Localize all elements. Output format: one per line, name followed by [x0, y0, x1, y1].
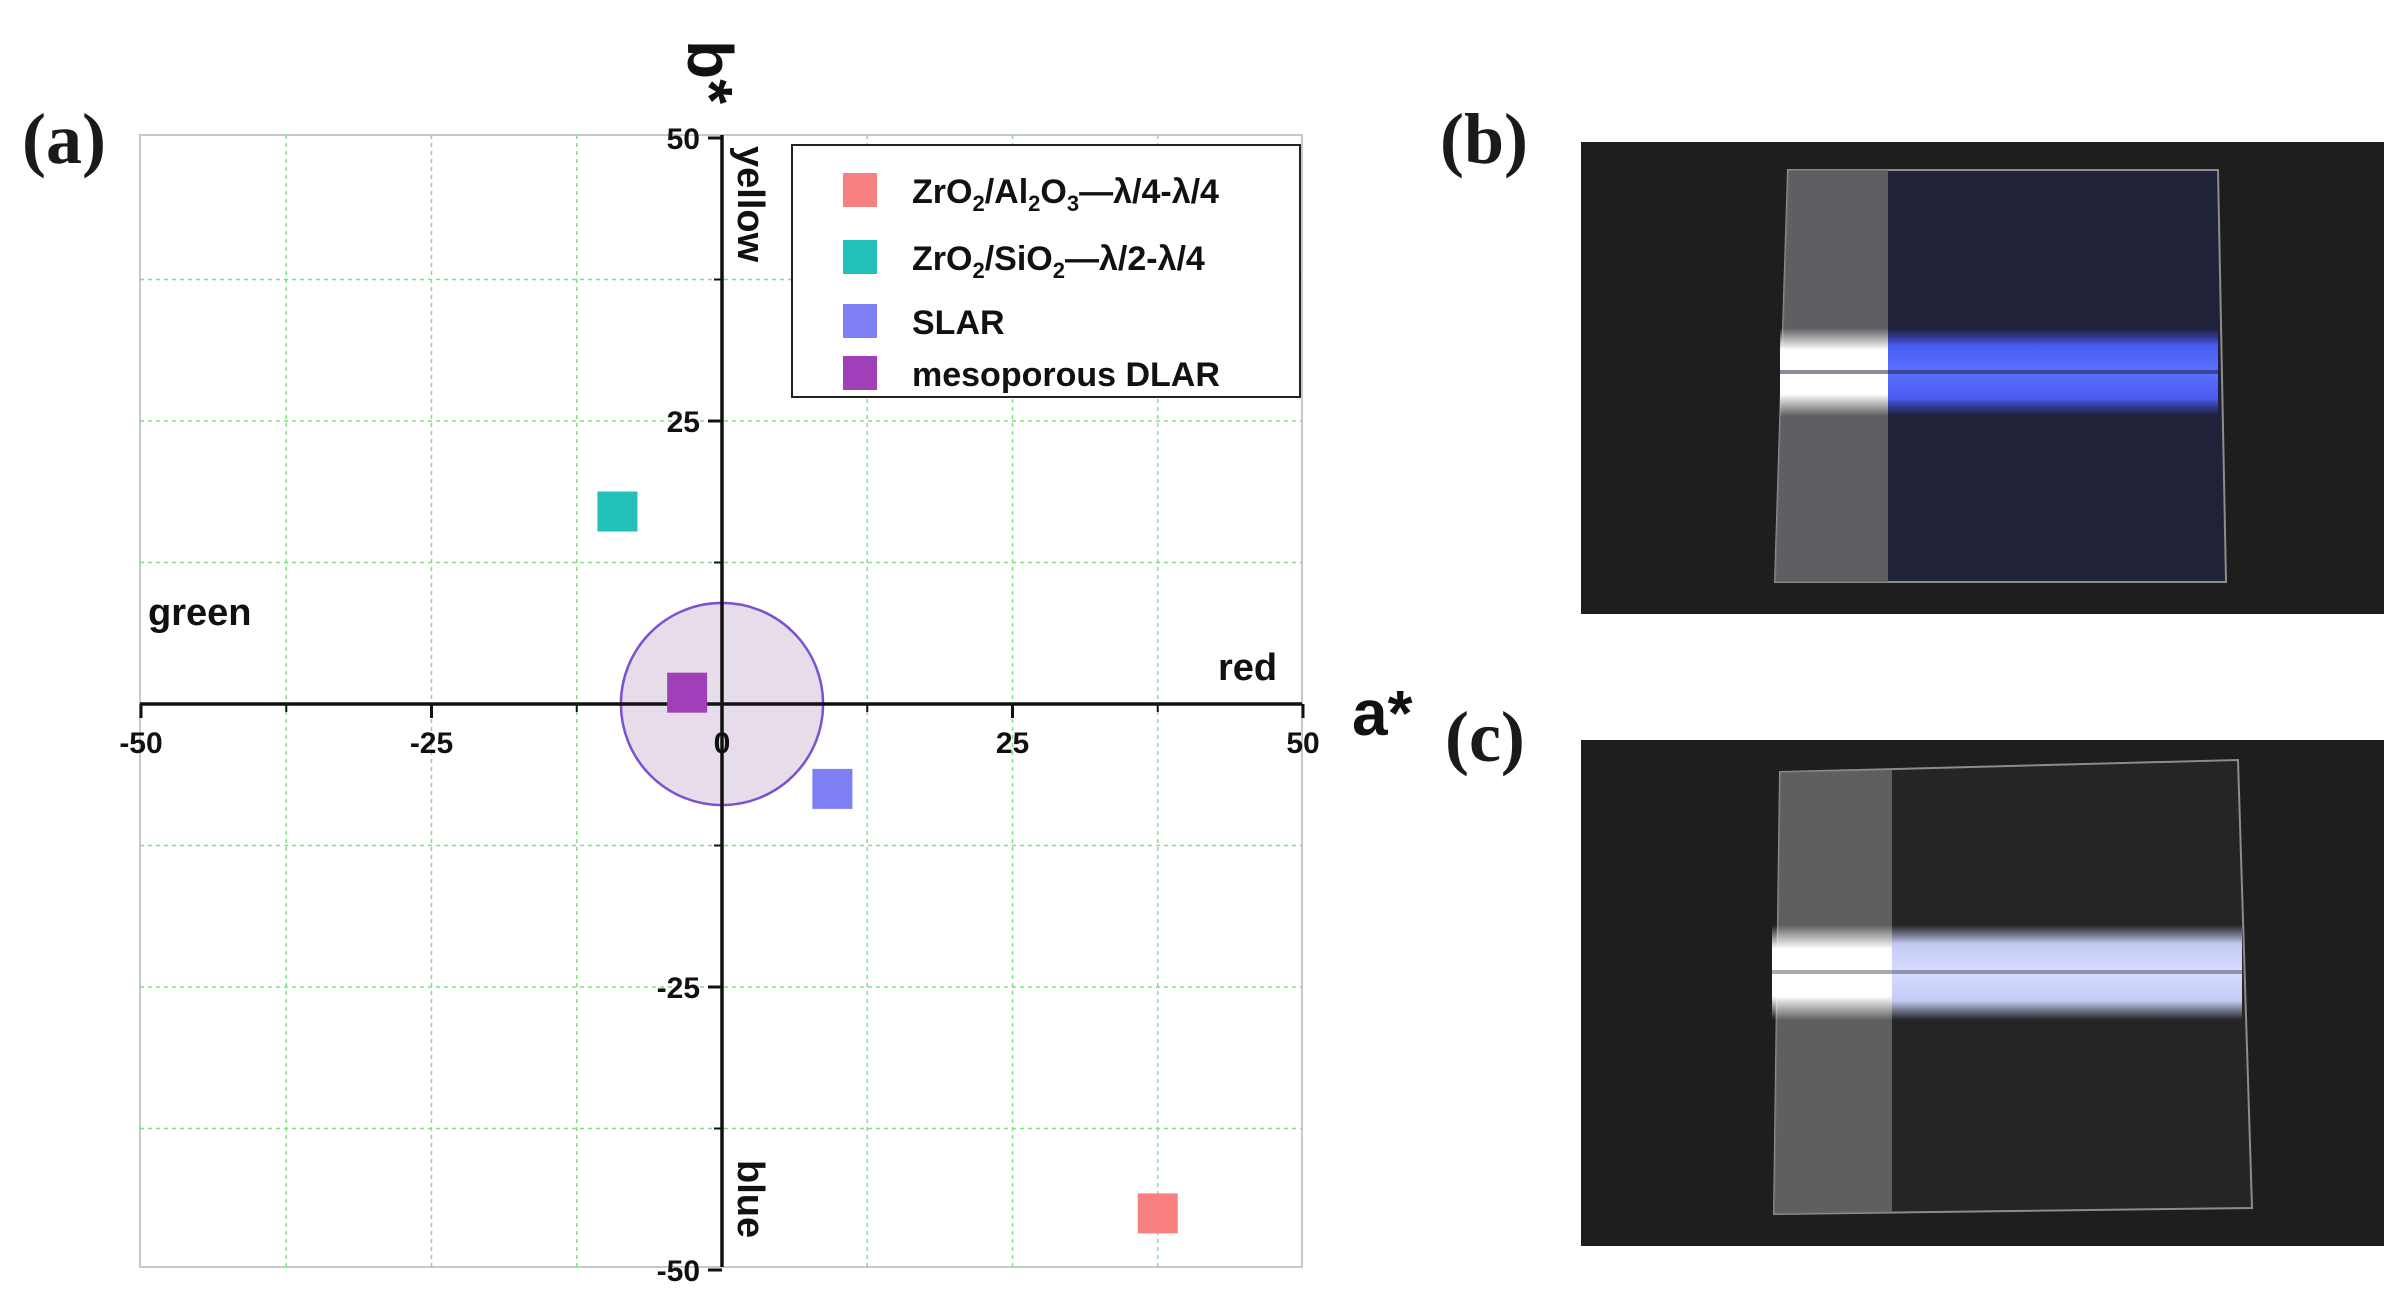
y-tick-label: -25: [657, 972, 700, 1005]
x-axis-title: a*: [1352, 677, 1413, 749]
y-tick-label: 50: [667, 123, 700, 156]
region-label-yellow: yellow: [729, 146, 771, 263]
legend: ZrO2/Al2O3—λ/4-λ/4 ZrO2/SiO2—λ/2-λ/4 SLA…: [791, 144, 1301, 398]
region-label-blue: blue: [729, 1160, 771, 1238]
tick-labels: -50 -25 0 25 50 50 25 -25 -50: [119, 123, 1319, 1288]
legend-swatch-mesoporous-dlar: [843, 356, 877, 390]
reflection-band-uncoated-c: [1772, 925, 1892, 1020]
photo-c: [1581, 740, 2384, 1246]
y-tick-label: 25: [667, 406, 700, 439]
data-points: [597, 491, 1178, 1234]
reflection-band-coated-c: [1892, 925, 2242, 1020]
legend-label-slar: SLAR: [912, 304, 1005, 342]
photo-b: [1581, 142, 2384, 614]
region-label-green: green: [148, 592, 251, 634]
legend-swatch-slar: [843, 304, 877, 338]
panel-label-c: (c): [1445, 697, 1525, 777]
y-axis-title: b*: [674, 40, 746, 104]
x-tick-label: 0: [714, 727, 731, 760]
grid: [140, 135, 1302, 1267]
legend-swatch-zro2-al2o3: [843, 173, 877, 207]
x-tick-label: 25: [996, 727, 1029, 760]
data-point: [812, 768, 853, 809]
panel-label-a: (a): [22, 99, 106, 179]
panel-label-b: (b): [1440, 99, 1528, 179]
data-point: [667, 672, 708, 713]
data-point: [1137, 1193, 1178, 1234]
y-tick-label: -50: [657, 1255, 700, 1288]
data-point: [597, 491, 638, 532]
axes: [139, 135, 1305, 1272]
x-tick-label: -50: [119, 727, 162, 760]
region-label-red: red: [1218, 647, 1277, 689]
legend-swatch-zro2-sio2: [843, 240, 877, 274]
x-tick-label: -25: [410, 727, 453, 760]
legend-label-zro2-al2o3: ZrO2/Al2O3—λ/4-λ/4: [912, 173, 1219, 216]
legend-label-mesoporous-dlar: mesoporous DLAR: [912, 356, 1220, 394]
x-tick-label: 50: [1286, 727, 1319, 760]
